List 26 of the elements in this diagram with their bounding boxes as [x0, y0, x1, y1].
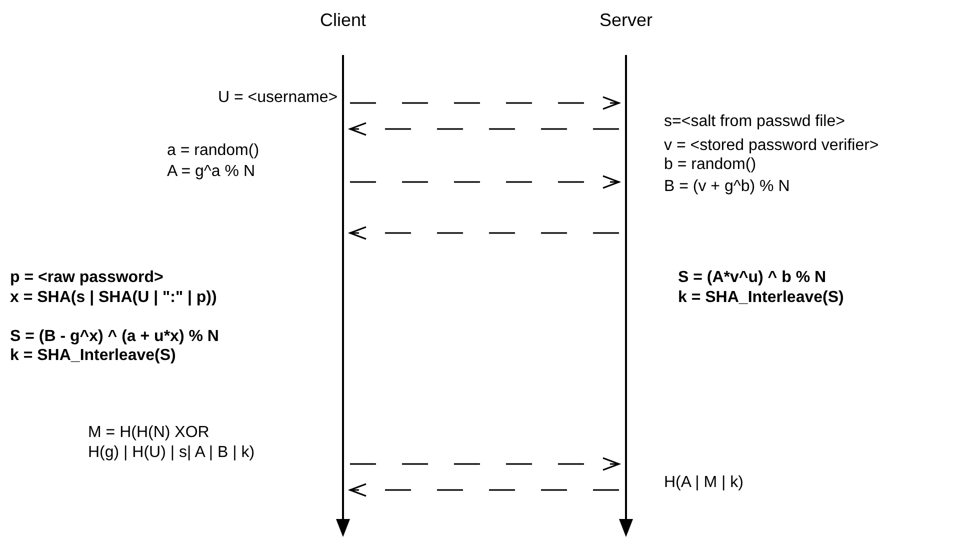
message-arrow — [349, 122, 619, 136]
formula-text: U = <username> — [218, 89, 338, 107]
formula-text: H(g) | H(U) | s| A | B | k) — [88, 444, 255, 462]
formula-text: H(A | M | k) — [664, 474, 744, 492]
message-arrow — [350, 457, 620, 471]
formula-text: A = g^a % N — [167, 163, 255, 181]
lifeline — [336, 55, 350, 537]
message-arrow — [350, 96, 620, 110]
formula-text: p = <raw password> — [10, 269, 164, 287]
message-arrow — [349, 226, 619, 240]
formula-text: S = (A*v^u) ^ b % N — [678, 269, 826, 287]
formula-text: x = SHA(s | SHA(U | ":" | p)) — [10, 289, 217, 307]
formula-text: v = <stored password verifier> — [664, 137, 879, 155]
message-arrow — [349, 483, 619, 497]
formula-text: k = SHA_Interleave(S) — [10, 347, 176, 365]
message-arrow — [350, 175, 620, 189]
formula-text: a = random() — [167, 142, 260, 160]
lifeline-heading: Client — [320, 11, 366, 29]
formula-text: k = SHA_Interleave(S) — [678, 289, 844, 307]
formula-text: s=<salt from passwd file> — [664, 113, 845, 131]
formula-text: M = H(H(N) XOR — [88, 424, 210, 442]
lifeline-heading: Server — [600, 11, 653, 29]
lifeline — [619, 55, 633, 537]
formula-text: b = random() — [664, 156, 756, 174]
formula-text: B = (v + g^b) % N — [664, 178, 790, 196]
formula-text: S = (B - g^x) ^ (a + u*x) % N — [10, 328, 219, 346]
